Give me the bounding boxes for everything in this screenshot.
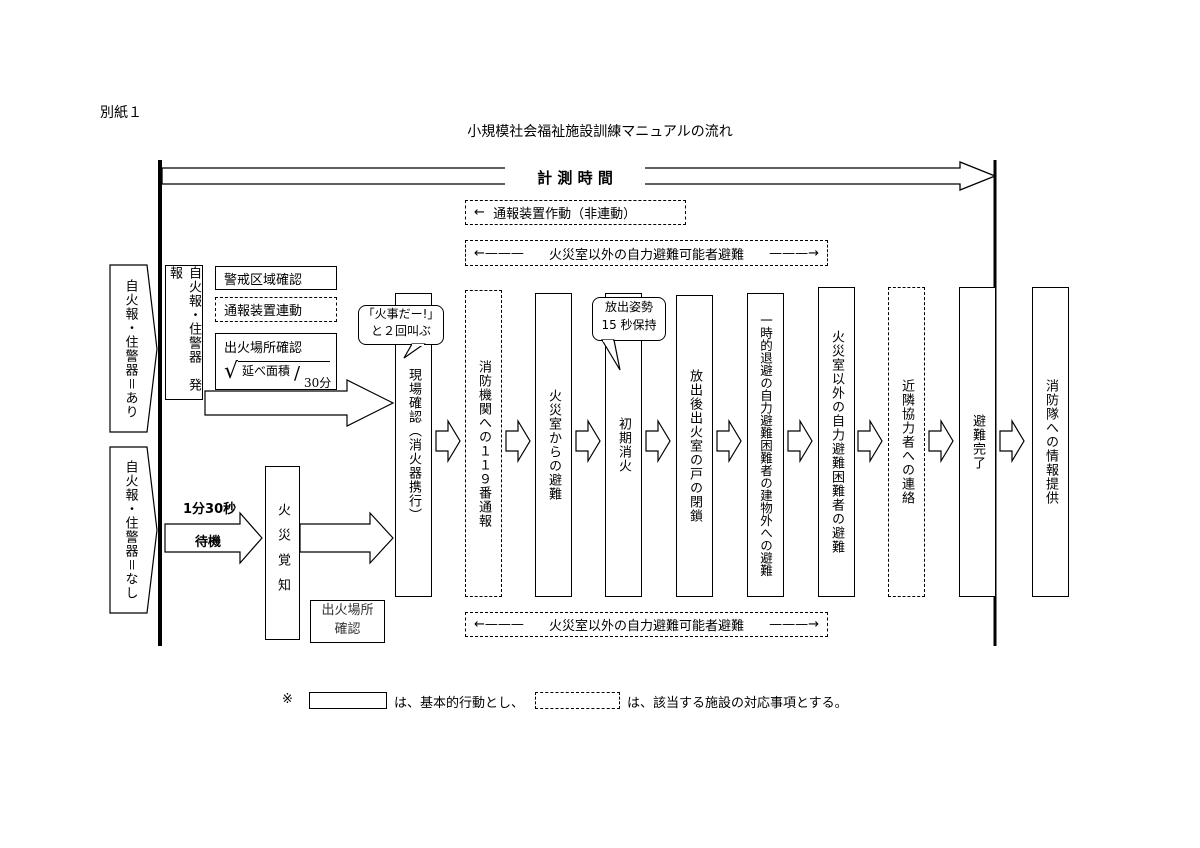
wait-arrow: [164, 511, 263, 565]
dashed-box-evac-bottom: ←——— 火災室以外の自力避難可能者避難 ———→: [465, 612, 828, 637]
condition-arrow-no: [109, 446, 158, 614]
sqrt-icon: √: [224, 359, 239, 384]
left-arrow-icon: ←———: [474, 617, 524, 632]
wait-time: 1分30秒: [183, 502, 237, 517]
zone-check-box: 警戒区域確認: [215, 266, 337, 290]
flow-arrow: [435, 418, 461, 464]
line: 15 秒保持: [601, 318, 657, 332]
legend-solid-box: [309, 692, 387, 709]
flow-arrow: [505, 418, 531, 464]
flow-arrow: [575, 418, 601, 464]
step-box: 放出後出火室の戸の閉鎖: [676, 295, 713, 597]
flow-arrow: [645, 418, 671, 464]
flow-arrow: [857, 418, 883, 464]
flow-arrow: [999, 418, 1025, 464]
numerator: 延べ面積: [242, 364, 291, 378]
dashed-box-evac-top: ←——— 火災室以外の自力避難可能者避難 ———→: [465, 240, 828, 266]
label: 出火場所確認: [224, 341, 303, 356]
flow-arrow: [928, 418, 954, 464]
line: 放出姿勢: [604, 300, 653, 314]
speech-bubble-discharge: 放出姿勢 15 秒保持: [592, 297, 666, 341]
legend-mark: ※: [282, 692, 293, 707]
fire-location-check-box: 出火場所確認: [310, 600, 385, 643]
step-box: 避難完了: [959, 287, 996, 597]
condition-no: 自火報・住警器＝なし: [122, 460, 138, 600]
left-arrow-icon: ←: [474, 205, 494, 220]
line: と２回叫ぶ: [370, 324, 431, 338]
step-box: 近隣協力者への連絡: [888, 287, 925, 597]
label: 通報装置作動（非連動）: [493, 207, 637, 222]
label: 火災室以外の自力避難可能者避難: [548, 619, 744, 634]
dashed-box-notify-device: ← 通報装置作動（非連動）: [465, 200, 686, 225]
right-arrow-icon: ———→: [769, 245, 819, 261]
flow-arrow: [787, 418, 813, 464]
legend-dashed-text: は、該当する施設の対応事項とする。: [627, 696, 848, 711]
step-box: 一時的退避の自力避難困難者の建物外への避難: [747, 293, 784, 597]
right-arrow-icon: ———→: [769, 617, 819, 632]
timeline-label: 計 測 時 間: [505, 167, 645, 188]
legend-dashed-box: [535, 692, 620, 709]
formula: √ 延べ面積 / 30分: [224, 359, 332, 390]
annex-label: 別紙１: [100, 105, 142, 121]
step-box: 火災室からの避難: [535, 293, 572, 597]
label: 火災室以外の自力避難可能者避難: [548, 247, 744, 263]
flow-arrow: [716, 418, 742, 464]
condition-arrow-yes: [109, 264, 158, 433]
line: 「火事だー!」: [362, 307, 440, 321]
fire-detect-box: 火災覚知: [265, 466, 300, 640]
condition-yes: 自火報・住警器＝あり: [122, 278, 138, 419]
legend-solid-text: は、基本的行動とし、: [394, 696, 525, 711]
device-link-box: 通報装置連動: [215, 297, 337, 322]
left-arrow-icon: ←———: [474, 245, 524, 261]
page-title: 小規模社会福祉施設訓練マニュアルの流れ: [467, 124, 733, 140]
step-box: 火災室以外の自力避難困難者の避難: [818, 287, 855, 597]
step-box: 消防隊への情報提供: [1032, 287, 1069, 597]
denominator: 30分: [304, 376, 332, 390]
detect-arrow: [299, 511, 394, 565]
wait-label: 待機: [195, 535, 222, 550]
alarm-box: 自火報・住警器 発報: [165, 265, 203, 400]
step-box: 消防機関への１１９番通報: [465, 290, 502, 597]
speech-bubble-shout: 「火事だー!」 と２回叫ぶ: [358, 305, 444, 345]
fire-location-box: 出火場所確認 √ 延べ面積 / 30分: [215, 333, 337, 390]
alarm-arrow: [204, 379, 395, 427]
